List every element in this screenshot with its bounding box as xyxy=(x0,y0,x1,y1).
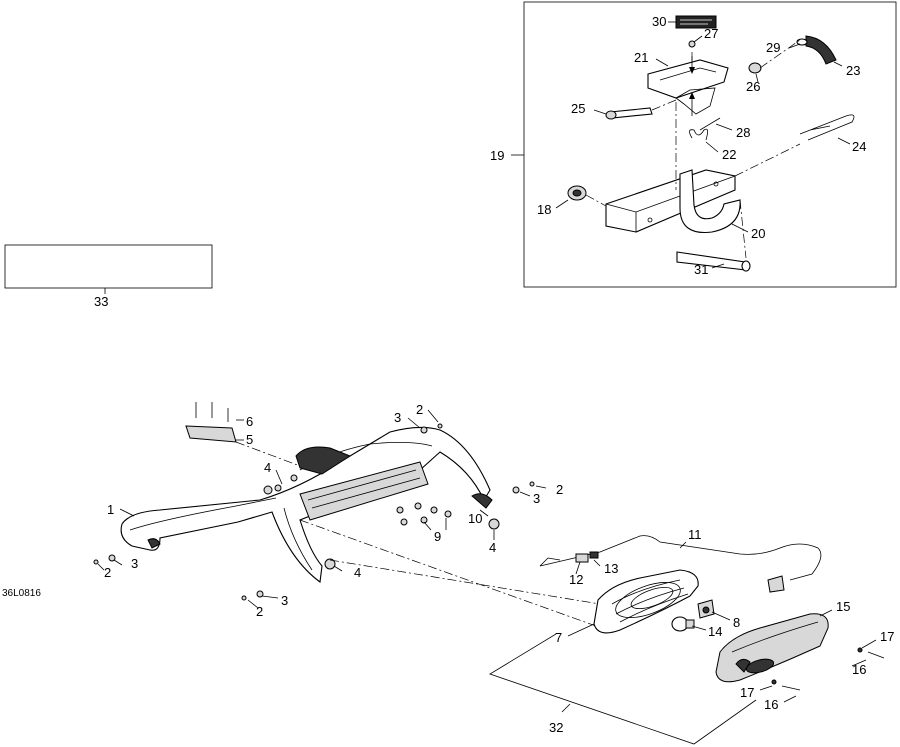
taillight-assembly: 11 13 12 7 8 14 15 17 16 17 16 32 xyxy=(489,527,894,745)
callout-16-right: 16 xyxy=(852,662,866,677)
callout-4-mid: 4 xyxy=(489,540,496,555)
callout-5: 5 xyxy=(246,432,253,447)
mud-flap xyxy=(185,425,237,443)
callout-22: 22 xyxy=(722,147,736,162)
hitch-plate xyxy=(605,169,736,233)
callout-7: 7 xyxy=(555,630,562,645)
callout-3-bottom: 3 xyxy=(281,593,288,608)
callout-3-right: 3 xyxy=(533,491,540,506)
latch-cover xyxy=(647,59,729,99)
callout-2-right: 2 xyxy=(556,482,563,497)
callout-26: 26 xyxy=(746,79,760,94)
callout-29: 29 xyxy=(766,40,780,55)
wiring-harness xyxy=(539,535,822,581)
callout-2-bottom: 2 xyxy=(256,604,263,619)
callout-6: 6 xyxy=(246,414,253,429)
callout-3-left: 3 xyxy=(131,556,138,571)
callout-2-top: 2 xyxy=(416,402,423,417)
callout-15: 15 xyxy=(836,599,850,614)
kit-box-33: 33 xyxy=(4,244,213,309)
callout-23: 23 xyxy=(846,63,860,78)
callout-33: 33 xyxy=(94,294,108,309)
hitch-hook xyxy=(679,169,741,234)
callout-14: 14 xyxy=(708,624,722,639)
callout-10: 10 xyxy=(468,511,482,526)
callout-2-left: 2 xyxy=(104,565,111,580)
callout-4-left: 4 xyxy=(264,460,271,475)
hitch-inset: 30 27 21 29 23 26 25 28 22 24 19 18 20 3… xyxy=(490,1,897,288)
nut xyxy=(748,62,762,74)
callout-21: 21 xyxy=(634,50,648,65)
callout-19: 19 xyxy=(490,148,504,163)
callout-1: 1 xyxy=(107,502,114,517)
callout-12: 12 xyxy=(569,572,583,587)
callout-25: 25 xyxy=(571,101,585,116)
callout-11: 11 xyxy=(688,527,702,542)
callout-31: 31 xyxy=(694,262,708,277)
connector xyxy=(575,553,589,563)
callout-24: 24 xyxy=(852,139,866,154)
callout-9: 9 xyxy=(434,529,441,544)
callout-8: 8 xyxy=(733,615,740,630)
callout-17-bottom: 17 xyxy=(740,685,754,700)
callout-18: 18 xyxy=(537,202,551,217)
callout-28: 28 xyxy=(736,125,750,140)
hitch-pin xyxy=(676,251,747,271)
taillight-housing xyxy=(593,569,699,634)
callout-17-right: 17 xyxy=(880,629,894,644)
callout-27: 27 xyxy=(704,26,718,41)
bumper-assembly: 6 5 3 2 4 2 3 1 10 9 4 3 2 4 3 2 36L0816 xyxy=(2,402,601,627)
clevis-pin xyxy=(609,107,653,119)
callout-30: 30 xyxy=(652,14,666,29)
hitch-inset-frame xyxy=(523,1,897,288)
drawing-reference: 36L0816 xyxy=(2,588,41,599)
callout-20: 20 xyxy=(751,226,765,241)
light-recess xyxy=(299,461,429,521)
callout-16-bottom: 16 xyxy=(764,697,778,712)
callout-4-bottom: 4 xyxy=(354,565,361,580)
callout-3-top: 3 xyxy=(394,410,401,425)
callout-32: 32 xyxy=(549,720,563,735)
cotter-pin xyxy=(799,114,855,141)
latch-spring xyxy=(689,128,708,141)
spring-clip xyxy=(805,35,837,65)
callout-13: 13 xyxy=(604,561,618,576)
